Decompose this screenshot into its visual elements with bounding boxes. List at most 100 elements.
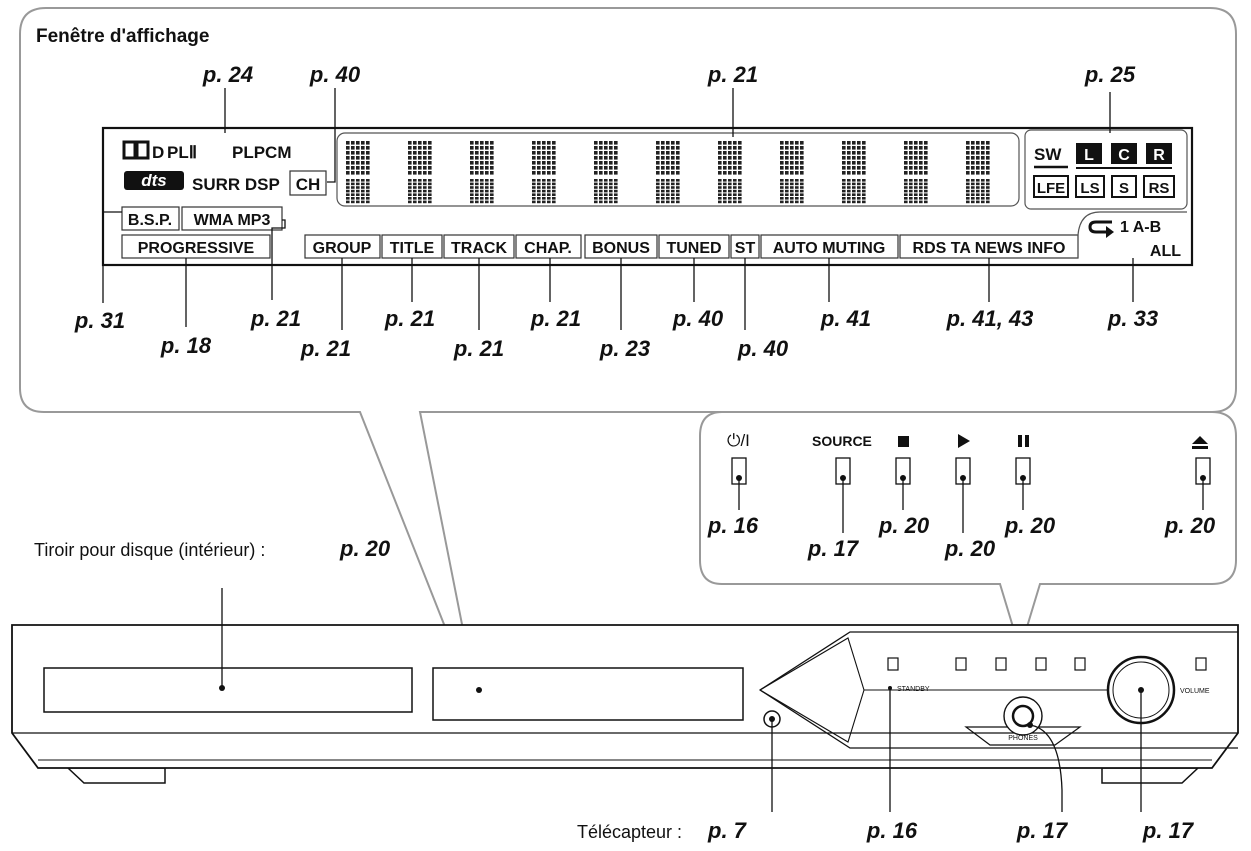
repeat-block-outline — [1077, 211, 1187, 258]
rs-speaker-icon — [1143, 175, 1175, 198]
ref-wma: p. 21 — [250, 306, 301, 331]
front-stop-button[interactable] — [995, 657, 1007, 671]
ref-speakers: p. 25 — [1084, 62, 1136, 87]
wma-mp3-indicator-box — [181, 206, 283, 231]
leader-sensor-dot — [769, 716, 775, 722]
plpcm-indicator: PLPCM — [232, 143, 292, 162]
character-cell — [346, 141, 370, 204]
ref-segments: p. 21 — [707, 62, 758, 87]
display-window-title: Fenêtre d'affichage — [36, 26, 209, 47]
character-cell — [470, 141, 494, 204]
progressive-indicator: PROGRESSIVE — [138, 240, 255, 257]
lfe-speaker-icon — [1033, 175, 1069, 198]
dot-matrix-area — [336, 132, 1020, 207]
disc-tray[interactable] — [43, 667, 413, 713]
sw-indicator: SW — [1034, 145, 1062, 164]
character-cell — [780, 141, 804, 204]
character-cell — [904, 141, 928, 204]
ls-speaker-icon — [1075, 175, 1105, 198]
ref-play: p. 20 — [944, 536, 996, 561]
repeat-icon — [1088, 220, 1114, 238]
character-cell — [408, 141, 432, 204]
front-eject-button[interactable] — [1195, 657, 1207, 671]
ch-indicator-box — [289, 170, 327, 196]
buttons-callout-balloon — [699, 411, 1237, 654]
repeat-1-ab-indicator: 1 A-B — [1120, 219, 1161, 236]
dolby-logo-icon — [122, 140, 150, 160]
front-pause-button[interactable] — [1074, 657, 1086, 671]
ref-bonus: p. 23 — [599, 336, 650, 361]
ref-eject: p. 20 — [1164, 513, 1216, 538]
ref-track: p. 21 — [453, 336, 504, 361]
character-cell — [966, 141, 990, 204]
tuned-indicator: TUNED — [666, 240, 721, 257]
chap-indicator: CHAP. — [524, 240, 572, 257]
pause-icon — [1018, 435, 1029, 447]
bonus-indicator: BONUS — [592, 240, 650, 257]
standby-label: STANDBY — [897, 686, 930, 693]
leader-bsp — [102, 211, 122, 303]
display-window-frame — [101, 126, 1194, 267]
dts-logo-icon — [124, 171, 184, 190]
repeat-all-indicator: ALL — [1150, 243, 1181, 260]
ref-progressive: p. 18 — [160, 333, 212, 358]
sensor-label: Télécapteur : — [577, 822, 682, 842]
leader-phones-dot — [1027, 722, 1033, 728]
front-source-button[interactable] — [955, 657, 967, 671]
pl2-indicator: PLⅡ — [167, 143, 197, 162]
ref-standby: p. 16 — [866, 818, 918, 843]
l-speaker-icon — [1076, 143, 1102, 164]
ch-indicator: CH — [296, 175, 321, 194]
ref-title: p. 21 — [384, 306, 435, 331]
ref-pause: p. 20 — [1004, 513, 1056, 538]
front-panel-buttons — [887, 657, 1207, 671]
rds-ta-news-info-indicator: RDS TA NEWS INFO — [913, 240, 1066, 257]
front-play-button[interactable] — [1035, 657, 1047, 671]
leader-phones — [1029, 724, 1063, 812]
stop-icon — [898, 436, 909, 447]
source-button-label: SOURCE — [812, 433, 872, 449]
ref-repeat: p. 33 — [1107, 306, 1158, 331]
bsp-indicator-box — [121, 206, 180, 231]
disc-tray-label: Tiroir pour disque (intérieur) : — [34, 540, 265, 560]
dolby-d-indicator: D — [152, 143, 164, 162]
ref-stop: p. 20 — [878, 513, 930, 538]
ref-chap: p. 21 — [530, 306, 581, 331]
s-speaker-icon — [1111, 175, 1137, 198]
power-button-label: ⏻/I — [727, 431, 750, 450]
title-indicator: TITLE — [390, 240, 435, 257]
auto-muting-indicator: AUTO MUTING — [773, 240, 886, 257]
ref-group: p. 21 — [300, 336, 351, 361]
surr-dsp-indicator: SURR DSP — [192, 175, 280, 194]
ref-volume: p. 17 — [1142, 818, 1195, 843]
speaker-channel-block — [1024, 129, 1188, 210]
ref-tuned: p. 40 — [672, 306, 724, 331]
leader-ch — [327, 88, 336, 183]
r-speaker-icon — [1146, 143, 1172, 164]
leader-wma — [271, 219, 286, 300]
rs-indicator: RS — [1149, 180, 1170, 197]
r-indicator: R — [1153, 147, 1165, 164]
ref-ch: p. 40 — [309, 62, 361, 87]
c-speaker-icon — [1111, 143, 1137, 164]
ref-auto-muting: p. 41 — [820, 306, 871, 331]
lfe-indicator: LFE — [1037, 180, 1065, 197]
button-leaders — [736, 475, 1206, 533]
c-indicator: C — [1118, 147, 1130, 164]
ref-disc-tray: p. 20 — [339, 536, 391, 561]
dts-indicator: dts — [141, 171, 167, 190]
play-icon — [958, 434, 970, 448]
leader-volume-dot — [1138, 687, 1144, 693]
progressive-indicator-box — [121, 234, 271, 259]
eject-icon — [1192, 436, 1208, 449]
phones-jack[interactable] — [1011, 704, 1035, 728]
ref-rds: p. 41, 43 — [946, 306, 1034, 331]
group-indicator: GROUP — [313, 240, 372, 257]
display-window-dot — [476, 687, 482, 693]
front-power-button[interactable] — [887, 657, 899, 671]
track-indicator: TRACK — [451, 240, 507, 257]
front-display-window — [432, 667, 744, 721]
volume-label: VOLUME — [1180, 688, 1210, 695]
l-indicator: L — [1084, 147, 1094, 164]
